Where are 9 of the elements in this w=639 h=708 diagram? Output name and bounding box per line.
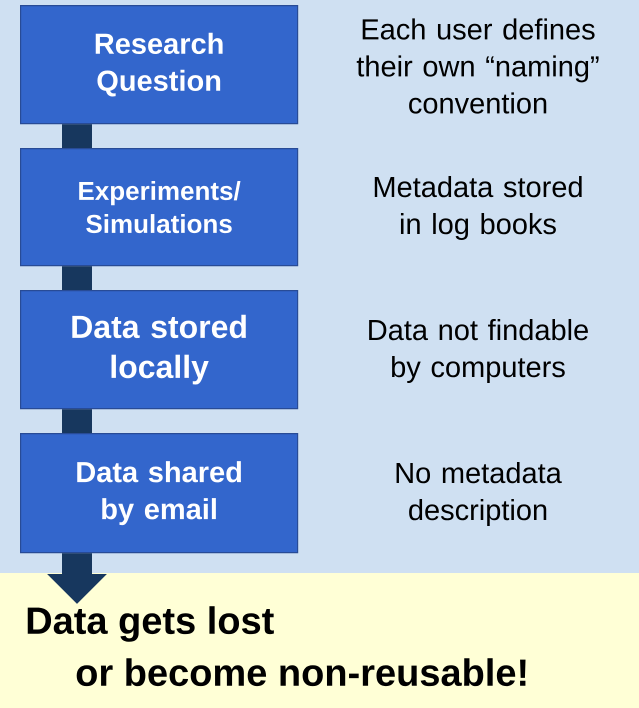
- conclusion-text: Data gets lost or become non-reusable!: [28, 606, 526, 686]
- note-text: Each user defines their own “naming” convention: [356, 18, 599, 114]
- note-text: No metadata description: [396, 462, 562, 526]
- note-text: Metadata stored in log books: [374, 176, 582, 240]
- note-text: Data not findable by computers: [369, 318, 588, 384]
- process-box: Data stored locally: [20, 290, 298, 410]
- process-box: Experiments/ Simulations: [20, 148, 298, 266]
- process-box: Data shared by email: [20, 433, 298, 554]
- process-box: Research Question: [20, 5, 298, 124]
